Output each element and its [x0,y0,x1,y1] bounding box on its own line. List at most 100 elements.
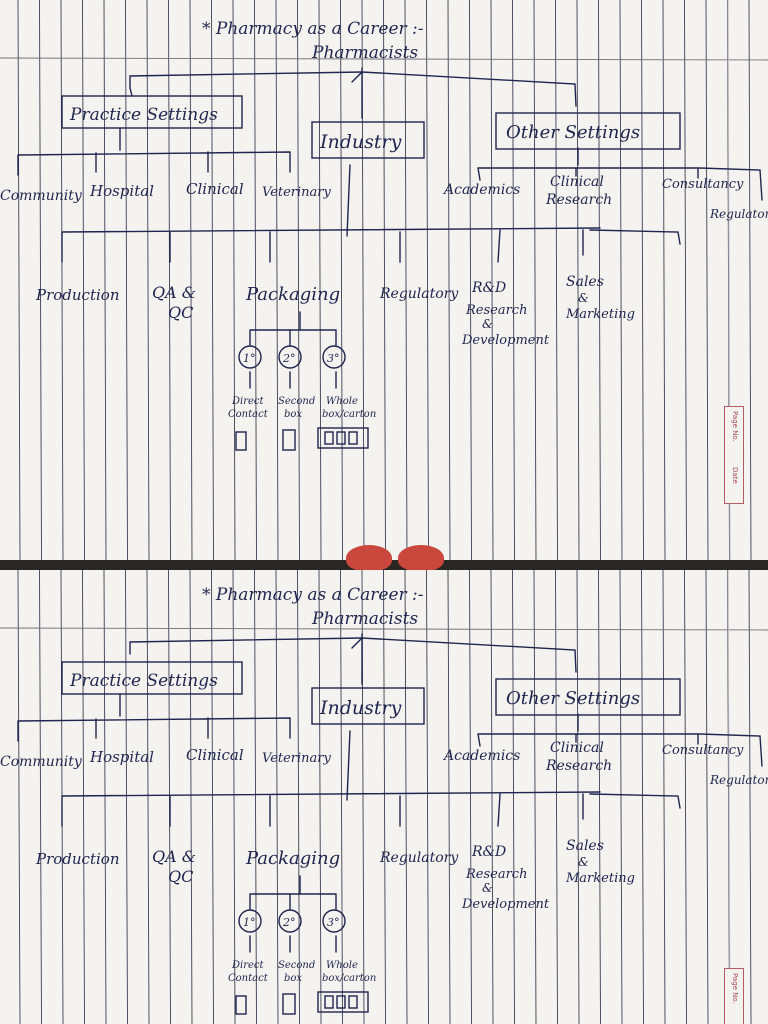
date-label: Date [731,467,739,484]
ruled-line [189,570,193,1024]
ruled-line [641,570,644,1024]
packaging-desc: box/carton [322,409,376,420]
ruled-line [232,0,236,563]
ruled-line [404,570,408,1024]
ruled-line [705,570,709,1024]
margin-rule [727,570,731,1024]
industry-item: Marketing [565,307,635,322]
ruled-line [17,570,21,1024]
practice-item: Veterinary [262,185,332,200]
ruled-line [125,570,128,1024]
ruled-line [211,570,214,1024]
page-no-label: Page No. [731,411,739,442]
industry-item: Production [35,850,119,868]
industry-item: Sales [566,838,604,854]
ruled-line [619,570,623,1024]
packaging-desc: Second [278,960,315,971]
ruled-line [447,570,451,1024]
ruled-line [469,0,472,563]
ruled-line [275,0,279,563]
ruled-line [662,0,666,563]
ruled-line [103,0,107,563]
header-rule [0,57,768,61]
page-number-box: Page No. Date [724,968,744,1024]
practice-item: Hospital [89,182,154,200]
ruled-line [619,0,623,563]
other-settings-node: Other Settings [506,122,640,143]
ruled-line [82,0,85,563]
industry-item: Packaging [245,848,340,869]
ruled-line [426,0,429,563]
notebook-page-bottom: * Pharmacy as a Career :- Pharmacists Pr… [0,570,768,1024]
diagram-title: * Pharmacy as a Career :- [202,19,424,39]
ruled-line [490,570,494,1024]
ruled-line [490,0,494,563]
ruled-line [404,0,408,563]
node-labels: * Pharmacy as a Career :- Pharmacists Pr… [0,585,768,984]
ruled-line [684,570,687,1024]
ruled-line [189,0,193,563]
ruled-line [383,0,386,563]
ruled-line [297,0,300,563]
ruled-line [576,570,580,1024]
packaging-level: 2° [282,916,296,929]
ruled-line [232,570,236,1024]
ruled-line [254,0,257,563]
industry-item: QA & [152,847,196,866]
ruled-line [125,0,128,563]
packaging-desc: Direct [231,396,265,407]
packaging-desc: Contact [228,973,269,984]
ruled-line [705,0,709,563]
ruled-lines [0,570,768,1024]
industry-item: Research [465,303,527,318]
ruled-line [447,0,451,563]
industry-item: QC [168,303,193,322]
industry-item: Packaging [245,284,340,305]
header-rule [0,627,768,631]
ruled-line [641,0,644,563]
other-item: Consultancy [662,743,744,758]
other-item: Research [545,758,612,774]
ruled-lines [0,0,768,563]
ruled-line [39,570,42,1024]
ruled-line [146,570,150,1024]
industry-item: Regulatory [379,286,459,302]
ruled-line [748,0,752,563]
packaging-desc: box [284,409,302,420]
other-item: Clinical [550,174,604,190]
practice-item: Community [0,188,83,204]
ruled-line [426,570,429,1024]
ruled-line [297,570,300,1024]
practice-item: Hospital [89,748,154,766]
ruled-line [17,0,21,563]
diagram-sheet-top: * Pharmacy as a Career :- Pharmacists Pr… [0,0,768,563]
diagram-sheet-bottom: * Pharmacy as a Career :- Pharmacists Pr… [0,570,768,1024]
packaging-desc: Whole [326,960,358,971]
packaging-desc: Whole [326,396,358,407]
connectors [17,67,763,451]
packaging-desc: Direct [231,960,265,971]
finger-right [398,545,444,571]
ruled-line [533,570,537,1024]
industry-item: Development [461,333,550,348]
ruled-line [146,0,150,563]
industry-item: Sales [566,274,604,290]
ruled-line [340,570,343,1024]
ruled-line [168,0,171,563]
other-item: Regulatory [709,773,768,787]
ruled-line [512,570,515,1024]
industry-item: Research [465,867,527,882]
industry-item: & [578,855,589,869]
packaging-level: 3° [327,352,340,365]
industry-item: & [482,317,493,331]
practice-settings-node: Practice Settings [69,671,218,691]
node-labels: * Pharmacy as a Career :- Pharmacists Pr… [0,19,768,420]
root-node: Pharmacists [311,43,418,63]
ruled-line [533,0,537,563]
industry-item: Production [35,286,119,304]
other-settings-node: Other Settings [506,688,640,709]
packaging-desc: Contact [228,409,269,420]
page-no-label: Page No. [731,973,739,1004]
practice-settings-node: Practice Settings [69,105,218,125]
industry-item: R&D [471,844,506,860]
